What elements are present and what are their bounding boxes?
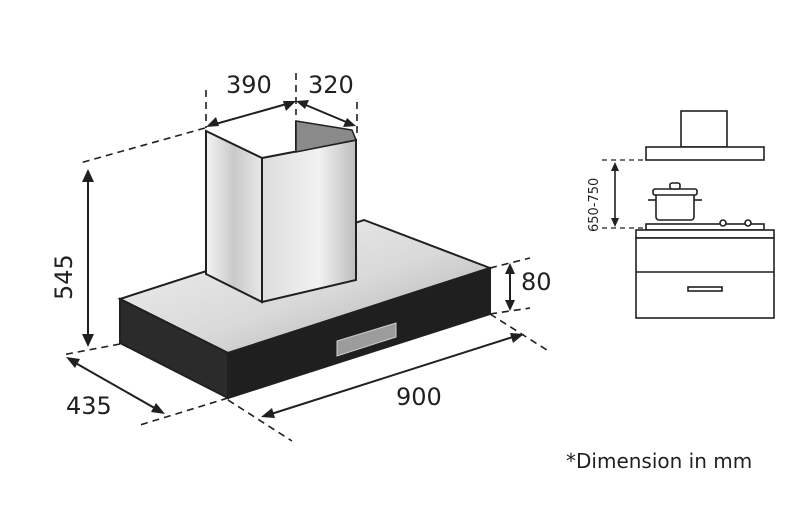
- height-label: 545: [50, 254, 78, 300]
- hob-knob-icon: [744, 219, 752, 227]
- chimney-side: [261, 138, 357, 304]
- mount-height-label: 650-750: [587, 178, 602, 232]
- width-label: 900: [396, 383, 442, 411]
- hood-illustration: [117, 120, 494, 400]
- control-display: [336, 322, 397, 357]
- depth-label: 435: [66, 392, 112, 420]
- cooking-pot-icon: [648, 182, 702, 221]
- dimension-lines: 390 320 545 80 435 900: [50, 71, 552, 442]
- canopy-thickness-label: 80: [521, 268, 552, 296]
- chimney-front: [205, 129, 263, 304]
- chimney-width-label: 390: [226, 71, 272, 99]
- chimney-depth-label: 320: [308, 71, 354, 99]
- side-hood-canopy: [645, 146, 765, 161]
- installation-side-view: 650-750: [587, 110, 775, 319]
- drawer-handle: [687, 286, 723, 292]
- counter-top: [635, 229, 775, 239]
- hob-knob-icon: [719, 219, 727, 227]
- cabinet: [635, 237, 775, 319]
- units-note: *Dimension in mm: [566, 449, 752, 473]
- side-hood-chimney: [680, 110, 728, 148]
- chimney-back-wall: [295, 120, 358, 153]
